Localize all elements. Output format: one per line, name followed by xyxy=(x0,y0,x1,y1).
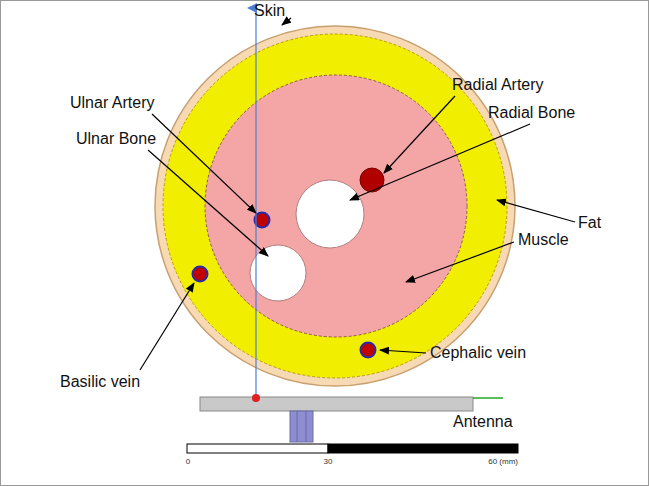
part-label: Antenna xyxy=(453,413,513,431)
part-label: Ulnar Bone xyxy=(76,130,156,148)
radial-bone xyxy=(296,180,364,248)
leader-line xyxy=(148,150,268,256)
cephalic-vein xyxy=(361,343,376,358)
skin-label: Skin xyxy=(254,2,285,20)
leader-line xyxy=(350,124,530,200)
radial-artery xyxy=(360,168,384,192)
scale-number: 0 xyxy=(186,457,190,467)
part-label: Fat xyxy=(578,214,601,232)
scale-number: 60 (mm) xyxy=(488,457,518,467)
ulnar-bone xyxy=(250,245,306,301)
origin-dot xyxy=(252,394,260,402)
leader-line xyxy=(384,96,455,173)
leader-line xyxy=(406,242,514,282)
part-label: Basilic vein xyxy=(60,373,140,391)
antenna-port xyxy=(290,411,313,442)
scale-bar-white xyxy=(187,444,328,453)
scale-bar-black xyxy=(328,444,518,453)
leader-line xyxy=(152,114,256,213)
basilic-vein xyxy=(193,267,208,282)
axis-line xyxy=(255,8,256,398)
ulnar-artery xyxy=(255,213,270,228)
leader-line xyxy=(497,200,575,222)
leader-line xyxy=(140,283,194,370)
feed-line xyxy=(473,397,503,399)
part-label: Ulnar Artery xyxy=(70,94,154,112)
part-label: Radial Artery xyxy=(452,76,544,94)
part-label: Radial Bone xyxy=(488,104,575,122)
part-label: Muscle xyxy=(518,231,569,249)
antenna-substrate xyxy=(200,397,473,411)
part-label: Cephalic vein xyxy=(430,344,526,362)
scale-number: 30 xyxy=(324,457,333,467)
leader-line xyxy=(282,18,291,25)
leader-line xyxy=(380,350,426,353)
muscle-layer xyxy=(205,75,467,337)
